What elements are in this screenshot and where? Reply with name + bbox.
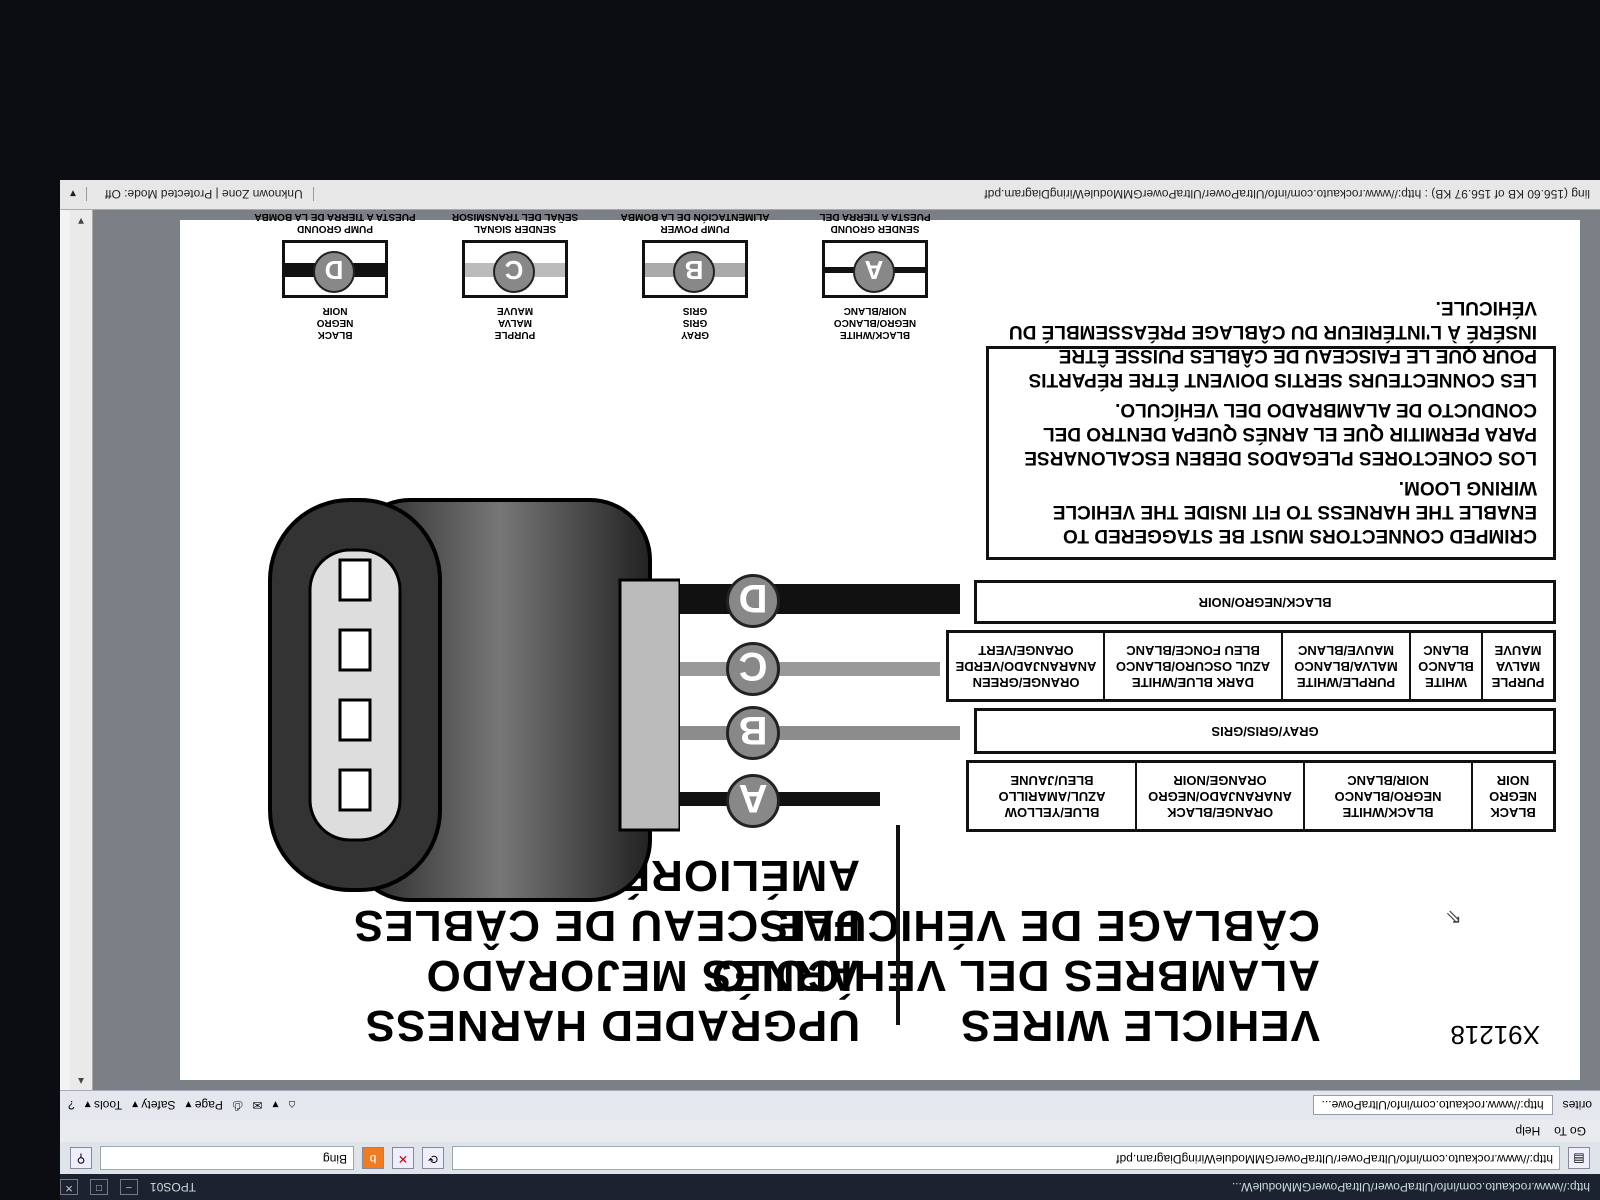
- status-bar: ling (156.60 KB of 156.97 KB) : http://w…: [60, 180, 1600, 210]
- note-text-en: CRIMPED CONNECTORS MUST BE STAGGERED TO …: [1052, 477, 1537, 546]
- home-icon[interactable]: ⌂: [288, 1098, 296, 1113]
- wire-d: [680, 584, 960, 614]
- note-text-fr: LES CONNECTEURS SERTIS DOIVENT ÊTRE RÉPA…: [1008, 297, 1537, 390]
- url-field[interactable]: http://www.rockauto.com/info/UltraPower/…: [452, 1146, 1560, 1170]
- window-title: http://www.rockauto.com/info/UltraPower/…: [1231, 1180, 1590, 1194]
- stop-icon[interactable]: ✕: [392, 1147, 414, 1169]
- wire-color-cell: PURPLE MALVA MAUVE: [1481, 633, 1553, 699]
- wire-color-cell: BLACK/NEGRO/NOIR: [1198, 595, 1332, 610]
- refresh-icon[interactable]: ⟳: [422, 1147, 444, 1169]
- close-button[interactable]: ✕: [60, 1179, 78, 1195]
- safety-menu[interactable]: Safety ▾: [132, 1098, 176, 1113]
- wire-row-d: BLACK/NEGRO/NOIR: [974, 580, 1556, 624]
- print-icon[interactable]: ⎙: [232, 1099, 243, 1113]
- wire-c: [680, 662, 940, 676]
- wire-row-c: PURPLE MALVA MAUVE WHITE BLANCO BLANC PU…: [946, 630, 1556, 702]
- page-menu[interactable]: Page ▾: [185, 1098, 223, 1113]
- heading-line: ARNÉS MEJORADO: [425, 951, 861, 1000]
- pin-badge-c: C: [726, 642, 780, 696]
- search-input[interactable]: Bing: [100, 1146, 354, 1170]
- heading-line: UPGRADED HARNESS: [364, 1001, 860, 1050]
- pdf-viewer: X91218 ⇖ VEHICLE WIRES ALAMBRES DEL VEHÍ…: [92, 180, 1600, 1090]
- wire-row-b: GRAY/GRIS/GRIS: [974, 708, 1556, 754]
- wire-a: [680, 792, 880, 806]
- maximize-button[interactable]: □: [90, 1179, 108, 1195]
- vertical-scrollbar[interactable]: ▲ ▼: [70, 210, 93, 1090]
- menu-bar: Go To Help: [60, 1120, 1600, 1142]
- wire-color-cell: BLACK NEGRO NOIR: [1471, 763, 1553, 829]
- wire-color-cell: BLUE/YELLOW AZUL/AMARILLO BLEU/JAUNE: [998, 773, 1106, 820]
- wire-color-cell: PURPLE/WHITE MALVA/BLANCO MAUVE/BLANC: [1281, 633, 1409, 699]
- pin-badge-d: D: [726, 574, 780, 628]
- connector-body-illustration: [268, 498, 680, 902]
- wire-color-cell: WHITE BLANCO BLANC: [1409, 633, 1481, 699]
- address-bar: ▤ http://www.rockauto.com/info/UltraPowe…: [60, 1142, 1600, 1174]
- favorites-bar: orites http://www.rockauto.com/info/Ultr…: [60, 1090, 1600, 1120]
- mail-icon[interactable]: ✉: [252, 1098, 263, 1113]
- search-icon[interactable]: ⚲: [70, 1147, 92, 1169]
- pin-symbol: C: [462, 240, 568, 298]
- monitor-screen: http://www.rockauto.com/info/UltraPower/…: [60, 180, 1600, 1200]
- staggering-note: CRIMPED CONNECTORS MUST BE STAGGERED TO …: [986, 297, 1556, 560]
- wire-color-cell: DARK BLUE/WHITE AZUL OSCURO/BLANCO BLEU …: [1103, 633, 1281, 699]
- pdf-page: X91218 ⇖ VEHICLE WIRES ALAMBRES DEL VEHÍ…: [180, 180, 1580, 1080]
- tools-menu[interactable]: Tools ▾: [84, 1098, 123, 1113]
- wire-color-cell: GRAY/GRIS/GRIS: [1211, 724, 1319, 739]
- pin-badge-b: B: [726, 706, 780, 760]
- pin-legend-d: BLACK NEGRO NOIR D PUMP GROUND PUESTA A …: [250, 198, 420, 340]
- pin-colors: GRAY GRIS GRIS: [681, 305, 709, 340]
- pin-colors: BLACK NEGRO NOIR: [316, 305, 354, 340]
- taskbar-label: TPOS01: [150, 1180, 197, 1194]
- help-icon[interactable]: ?: [68, 1098, 75, 1113]
- zoom-control[interactable]: ▾: [60, 187, 88, 202]
- browser-window: http://www.rockauto.com/info/UltraPower/…: [60, 180, 1600, 1200]
- heading-divider: [896, 825, 900, 1025]
- pin-symbol: B: [642, 240, 748, 298]
- window-titlebar: http://www.rockauto.com/info/UltraPower/…: [60, 1174, 1600, 1200]
- wire-color-cell: ORANGE/GREEN ANARANJADO/VERDE ORANGE/VER…: [955, 643, 1097, 690]
- download-status: ling (156.60 KB of 156.97 KB) : http://w…: [984, 187, 1590, 202]
- menu-item-help[interactable]: Help: [1515, 1124, 1541, 1138]
- page-icon: ▤: [1568, 1147, 1590, 1169]
- wire-color-cell: ORANGE/BLACK ANARANJADO/NEGRO ORANGE/NOI…: [1135, 763, 1303, 829]
- scroll-down-icon[interactable]: ▼: [76, 215, 86, 226]
- feeds-icon[interactable]: ▾: [272, 1098, 279, 1113]
- wire-b: [680, 726, 960, 740]
- menu-item-goto[interactable]: Go To: [1554, 1124, 1586, 1138]
- scroll-up-icon[interactable]: ▲: [76, 1075, 86, 1086]
- document-id: X91218: [1450, 1020, 1540, 1050]
- pin-legend-b: GRAY GRIS GRIS B PUMP POWER ALIMENTACIÓN…: [610, 198, 780, 340]
- pin-symbol: D: [282, 240, 388, 298]
- mouse-cursor-icon: ⇖: [1445, 906, 1462, 928]
- favorites-label[interactable]: orites: [1562, 1098, 1592, 1113]
- wire-color-cell: BLACK/WHITE NEGRO/BLANCO NOIR/BLANC: [1303, 763, 1471, 829]
- security-zone: Unknown Zone | Protected Mode: Off: [105, 187, 314, 202]
- bing-logo-icon: b: [362, 1147, 384, 1169]
- note-text-es: LOS CONECTORES PLEGADOS DEBEN ESCALONARS…: [1024, 399, 1537, 468]
- browser-tab[interactable]: http://www.rockauto.com/info/UltraPowe..…: [1312, 1095, 1553, 1116]
- pin-colors: BLACK/WHITE NEGRO/BLANCO NOIR/BLANC: [833, 305, 917, 340]
- minimize-button[interactable]: –: [120, 1179, 138, 1195]
- wire-row-a: BLACK NEGRO NOIR BLACK/WHITE NEGRO/BLANC…: [966, 760, 1556, 832]
- pin-badge-a: A: [726, 774, 780, 828]
- pin-symbol: A: [822, 240, 928, 298]
- pin-colors: PURPLE MALVA MAUVE: [494, 305, 536, 340]
